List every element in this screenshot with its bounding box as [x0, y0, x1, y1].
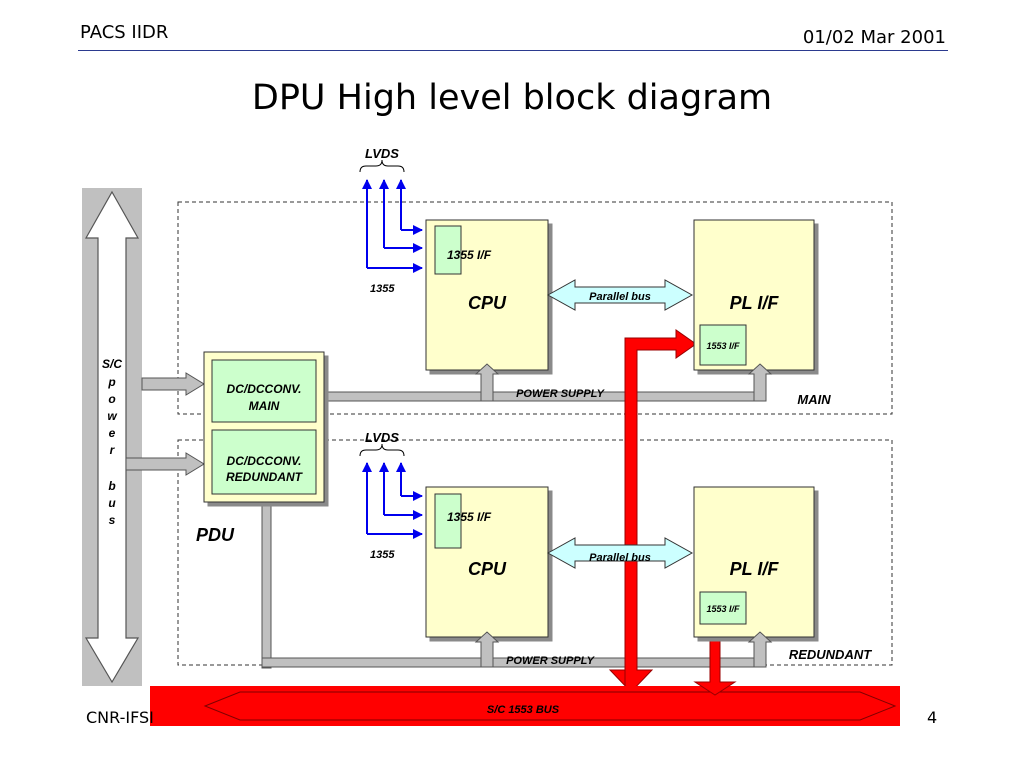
- sc-power-bus-label-1: p: [107, 375, 115, 389]
- cpu-if-redundant: 1355 I/F: [447, 510, 492, 524]
- dcdc-main-line1: DC/DCCONV.: [227, 382, 302, 396]
- main-label: MAIN: [797, 392, 831, 407]
- sc-power-bus-label-6: b: [108, 479, 115, 493]
- sc-power-bus-label-0: S/C: [102, 357, 122, 371]
- cpu-label-redundant: CPU: [468, 559, 507, 579]
- sc-power-bus: S/C p o w e r b u s: [82, 188, 142, 686]
- sc-power-bus-label-8: s: [109, 513, 116, 527]
- sc-1553-bus-label: S/C 1553 BUS: [487, 704, 560, 716]
- parallel-bus-main: Parallel bus: [589, 291, 651, 303]
- lvds-label-main: LVDS: [365, 146, 399, 161]
- pdu-label: PDU: [196, 525, 235, 545]
- header-left: PACS IIDR: [80, 22, 169, 43]
- sc-power-bus-label-5: r: [110, 443, 116, 457]
- sc-power-bus-label-2: o: [108, 392, 115, 406]
- page-title: DPU High level block diagram: [251, 78, 773, 118]
- sc-power-bus-label-3: w: [107, 409, 117, 423]
- footer-left: CNR-IFSI: [86, 708, 154, 727]
- dcdc-redundant-line2: REDUNDANT: [226, 470, 304, 484]
- cpu-if-main: 1355 I/F: [447, 248, 492, 262]
- header-date: 01/02 Mar 2001: [802, 27, 946, 48]
- dcdc-redundant-line1: DC/DCCONV.: [227, 454, 302, 468]
- if-1355-label-redundant: 1355: [370, 549, 395, 561]
- pl-if-sub-redundant: 1553 I/F: [706, 604, 740, 614]
- dcdc-main-box: [211, 359, 317, 423]
- redundant-label: REDUNDANT: [789, 647, 872, 662]
- pl-if-label-main: PL I/F: [730, 293, 780, 313]
- main-chain: LVDS 1355 1355 I/F CPU Parallel bus PL I…: [359, 146, 831, 407]
- sc-power-bus-label-7: u: [108, 496, 116, 510]
- redundant-chain: LVDS 1355 1355 I/F CPU Parallel bus PL I…: [359, 430, 872, 668]
- power-supply-redundant: POWER SUPPLY: [506, 655, 595, 667]
- if-1355-label-main: 1355: [370, 283, 395, 295]
- sc-power-bus-label-4: e: [109, 426, 116, 440]
- pl-if-label-redundant: PL I/F: [730, 559, 780, 579]
- cpu-label-main: CPU: [468, 293, 507, 313]
- page-number: 4: [927, 708, 938, 727]
- dcdc-redundant-box: [211, 429, 317, 495]
- pdu-box: DC/DCCONV. MAIN DC/DCCONV. REDUNDANT PDU: [196, 351, 325, 545]
- main-region: [177, 201, 893, 415]
- power-input-arrows: [125, 372, 205, 476]
- power-supply-main: POWER SUPPLY: [516, 388, 605, 400]
- pl-if-sub-main: 1553 I/F: [706, 341, 740, 351]
- lvds-label-redundant: LVDS: [365, 430, 399, 445]
- dcdc-main-line2: MAIN: [249, 399, 280, 413]
- header-rule: [78, 50, 948, 51]
- parallel-bus-redundant: Parallel bus: [589, 552, 651, 564]
- red-1553-bus: [150, 329, 900, 726]
